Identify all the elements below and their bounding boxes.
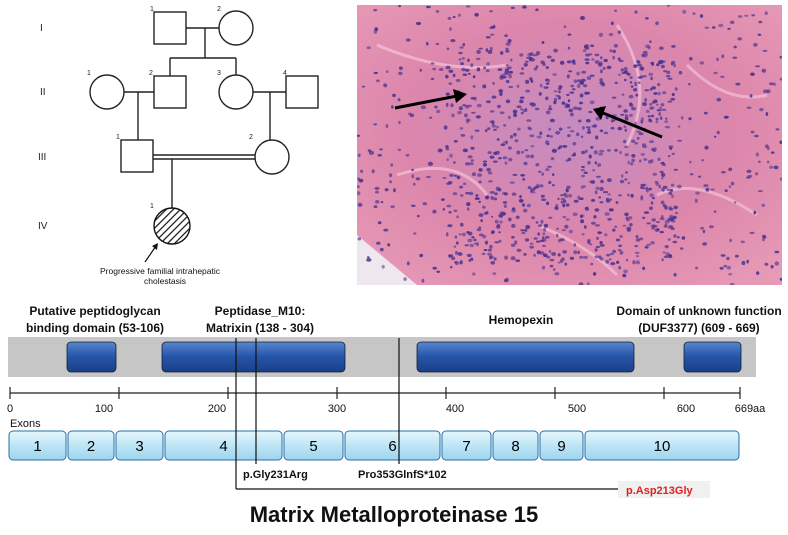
- axis-tick-label: 100: [95, 403, 113, 415]
- domain-label-peptidoglycan-line2: binding domain (53-106): [26, 321, 164, 335]
- exon-number: 5: [309, 438, 317, 455]
- pedigree-chart: I II III IV 1 2 1 2 3 4 1 2 1 Progressiv…: [38, 6, 319, 286]
- domain-label-duf-line2: (DUF3377) (609 - 669): [638, 321, 759, 335]
- domain-label-peptidoglycan-line1: Putative peptidoglycan: [29, 304, 160, 318]
- variant-highlight-box: [618, 481, 710, 498]
- liver-histology-image: [357, 5, 782, 285]
- individual-number: 1: [150, 6, 154, 13]
- histology-arrowhead-right: [593, 106, 606, 120]
- exon-number: 1: [33, 438, 41, 455]
- variant-label-asp213gly: p.Asp213Gly: [626, 485, 694, 497]
- exon-3: 3: [115, 430, 164, 461]
- variant-label-pro353: Pro353GlnfS*102: [358, 469, 447, 481]
- exon-row: 1 2 3 4 5 6 7 8 9 10: [8, 430, 740, 461]
- domain-bar-peptidoglycan: [66, 341, 117, 373]
- proband-label-line1: Progressive familial intrahepatic: [100, 266, 221, 276]
- protein-domain-diagram: Putative peptidoglycan binding domain (5…: [7, 304, 782, 498]
- generation-label-I: I: [40, 23, 43, 34]
- axis-tick-label: 300: [328, 403, 346, 415]
- individual-number: 4: [283, 70, 287, 77]
- exon-7: 7: [441, 430, 492, 461]
- individual-number: 2: [249, 134, 253, 141]
- individual-number: 1: [150, 203, 154, 210]
- domain-label-duf-line1: Domain of unknown function: [616, 304, 781, 318]
- generation-label-III: III: [38, 152, 46, 163]
- domain-bar-duf: [683, 341, 742, 373]
- axis-ticks: [9, 387, 741, 399]
- individual-number: 2: [149, 70, 153, 77]
- exon-5: 5: [283, 430, 344, 461]
- exon-6: 6: [344, 430, 441, 461]
- domain-bar-peptidase: [161, 341, 346, 373]
- exon-number: 2: [87, 438, 95, 455]
- axis-tick-label: 500: [568, 403, 586, 415]
- exon-number: 8: [511, 438, 519, 455]
- histology-nuclei: [357, 5, 782, 285]
- exon-10: 10: [584, 430, 740, 461]
- axis-tick-label: 200: [208, 403, 226, 415]
- domain-label-peptidase-line2: Matrixin (138 - 304): [206, 321, 314, 335]
- exon-9: 9: [539, 430, 584, 461]
- axis-tick-label: 400: [446, 403, 464, 415]
- histology-arrow-left: [394, 94, 458, 110]
- figure-title: Matrix Metalloproteinase 15: [249, 502, 539, 527]
- domain-bar-hemopexin: [416, 341, 635, 373]
- exon-8: 8: [492, 430, 539, 461]
- axis-tick-label: 669aa: [735, 403, 766, 415]
- pedigree-female-II-1: [89, 74, 125, 110]
- pedigree-male-III-1: [120, 139, 154, 173]
- protein-backbone: [8, 337, 756, 377]
- pedigree-male-II-4: [285, 75, 319, 109]
- exons-label: Exons: [10, 418, 41, 430]
- exon-number: 3: [135, 438, 143, 455]
- individual-number: 2: [217, 6, 221, 13]
- histology-arrow-right: [602, 111, 663, 139]
- exon-number: 9: [557, 438, 565, 455]
- exon-1: 1: [8, 430, 67, 461]
- generation-label-IV: IV: [38, 221, 48, 232]
- axis-tick-label: 600: [677, 403, 695, 415]
- exon-number: 10: [654, 438, 671, 455]
- axis-tick-label: 0: [7, 403, 13, 415]
- variant-label-gly231arg: p.Gly231Arg: [243, 469, 308, 481]
- domain-label-hemopexin: Hemopexin: [489, 313, 554, 327]
- pedigree-female-I-2: [218, 10, 254, 46]
- exon-number: 6: [388, 438, 396, 455]
- exon-number: 4: [219, 438, 227, 455]
- pedigree-female-III-2: [254, 139, 290, 175]
- exon-2: 2: [67, 430, 115, 461]
- proband-arrowhead: [152, 243, 158, 250]
- individual-number: 3: [217, 70, 221, 77]
- domain-label-peptidase-line1: Peptidase_M10:: [215, 304, 306, 318]
- proband-label-line2: cholestasis: [144, 276, 186, 286]
- pedigree-female-II-3: [218, 74, 254, 110]
- histology-arrowhead-left: [453, 89, 467, 103]
- individual-number: 1: [116, 134, 120, 141]
- generation-label-II: II: [40, 87, 46, 98]
- proband-arrow: [144, 245, 157, 263]
- exon-4: 4: [164, 430, 283, 461]
- pedigree-affected-proband-IV-1: [153, 207, 191, 245]
- individual-number: 1: [87, 70, 91, 77]
- pedigree-male-I-1: [153, 11, 187, 45]
- pedigree-male-II-2: [153, 75, 187, 109]
- exon-number: 7: [462, 438, 470, 455]
